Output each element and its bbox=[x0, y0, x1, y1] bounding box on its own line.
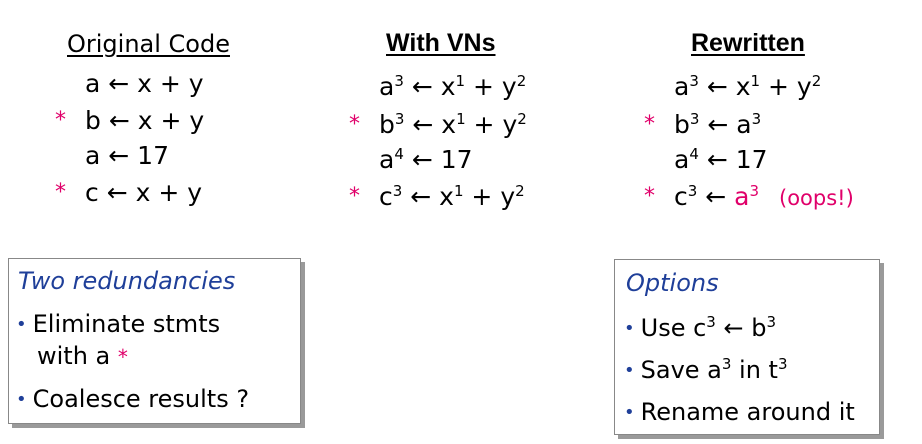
original-line-4: c ← x + y bbox=[85, 178, 203, 207]
redundancies-box: Two redundancies •Eliminate stmts with a… bbox=[8, 258, 301, 424]
with-vns-title: With VNs bbox=[386, 29, 496, 57]
redundancy-star: * bbox=[349, 184, 360, 209]
original-line-1: a ← x + y bbox=[85, 69, 204, 98]
options-box: Options •Use c3 ← b3 •Save a3 in t3 •Ren… bbox=[614, 259, 880, 435]
redundancy-star: * bbox=[644, 112, 655, 137]
option-use-c3: •Use c3 ← b3 bbox=[624, 313, 776, 342]
rewritten-line-4: c3 ← a3(oops!) bbox=[674, 182, 854, 211]
oops-note: (oops!) bbox=[779, 186, 854, 210]
bullet-eliminate-cont: with a * bbox=[37, 342, 128, 370]
original-code-title: Original Code bbox=[67, 30, 230, 58]
bullet-coalesce: •Coalesce results ? bbox=[16, 385, 250, 413]
options-title: Options bbox=[626, 269, 719, 297]
original-line-3: a ← 17 bbox=[85, 141, 169, 170]
redundancy-star: * bbox=[55, 108, 66, 133]
vn-line-4: c3 ← x1 + y2 bbox=[379, 182, 525, 211]
redundancy-star: * bbox=[55, 180, 66, 205]
oops-value: a3 bbox=[734, 182, 760, 211]
option-rename: •Rename around it bbox=[624, 398, 855, 426]
redundancy-star: * bbox=[644, 184, 655, 209]
redundancies-title: Two redundancies bbox=[18, 267, 236, 295]
rewritten-title: Rewritten bbox=[691, 29, 805, 57]
rewritten-line-3: a4 ← 17 bbox=[674, 145, 768, 174]
vn-line-3: a4 ← 17 bbox=[379, 145, 473, 174]
vn-line-2: b3 ← x1 + y2 bbox=[379, 110, 527, 139]
vn-line-1: a3 ← x1 + y2 bbox=[379, 72, 527, 101]
bullet-eliminate: •Eliminate stmts bbox=[16, 310, 221, 338]
rewritten-line-1: a3 ← x1 + y2 bbox=[674, 72, 822, 101]
redundancy-star: * bbox=[117, 345, 128, 369]
rewritten-line-2: b3 ← a3 bbox=[674, 110, 762, 139]
original-line-2: b ← x + y bbox=[85, 106, 205, 135]
option-save-a3: •Save a3 in t3 bbox=[624, 355, 788, 384]
redundancy-star: * bbox=[349, 112, 360, 137]
